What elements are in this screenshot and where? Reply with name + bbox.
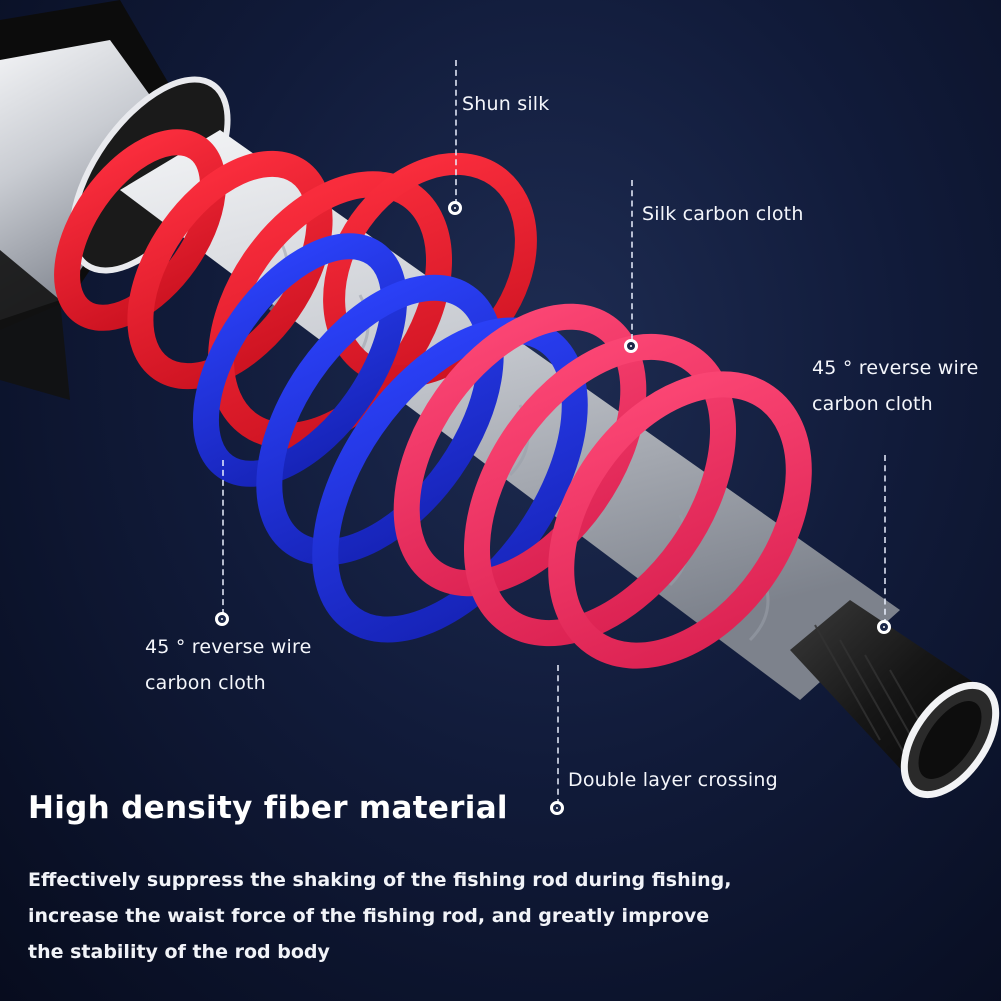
label-reverse-wire-left: 45 ° reverse wire carbon cloth (145, 629, 312, 701)
label-reverse-wire-left-line2: carbon cloth (145, 672, 266, 694)
label-reverse-wire-right: 45 ° reverse wire carbon cloth (812, 350, 979, 422)
description-line-3: the stability of the rod body (28, 941, 330, 963)
label-shun-silk: Shun silk (462, 93, 550, 115)
rod-tip-section (790, 600, 1000, 799)
description-line-1: Effectively suppress the shaking of the … (28, 869, 732, 891)
headline: High density fiber material (28, 790, 508, 826)
leader-line-double-layer (557, 665, 559, 805)
marker-dot-double-layer (550, 801, 564, 815)
leader-line-reverse-right (884, 455, 886, 625)
description: Effectively suppress the shaking of the … (28, 862, 732, 970)
label-reverse-wire-left-line1: 45 ° reverse wire (145, 636, 312, 658)
label-reverse-wire-right-line1: 45 ° reverse wire (812, 357, 979, 379)
description-line-2: increase the waist force of the fishing … (28, 905, 710, 927)
rod-butt-section (0, 0, 231, 400)
marker-dot-reverse-left (215, 612, 229, 626)
marker-dot-reverse-right (877, 620, 891, 634)
leader-line-silk-carbon (631, 180, 633, 340)
label-silk-carbon-cloth: Silk carbon cloth (642, 203, 804, 225)
pink-carbon-bands (393, 303, 812, 669)
marker-dot-shun-silk (448, 201, 462, 215)
leader-line-reverse-left (222, 460, 224, 615)
marker-dot-silk-carbon (624, 339, 638, 353)
label-reverse-wire-right-line2: carbon cloth (812, 393, 933, 415)
label-double-layer-crossing: Double layer crossing (568, 769, 778, 791)
blue-carbon-bands (192, 233, 588, 643)
leader-line-shun-silk (455, 60, 457, 205)
